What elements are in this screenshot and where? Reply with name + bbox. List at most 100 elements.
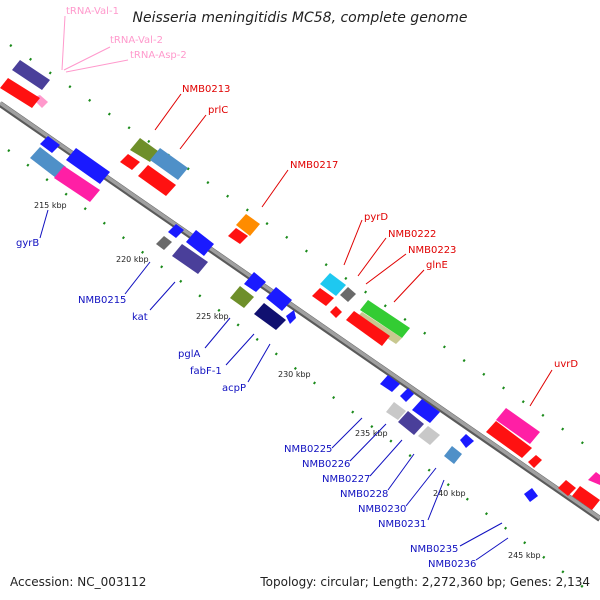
label-uvrD: uvrD [554,359,578,370]
gene-gyrB-blue-a[interactable] [40,136,60,153]
label-kat: kat [132,312,148,323]
gene-NMB0222[interactable] [340,287,356,302]
leader-NMB0230 [405,467,437,507]
leader-NMB0225 [331,417,363,449]
leader-NMB0213 [154,93,182,131]
gene-NMB0227[interactable] [398,411,424,435]
gene-NMB0235[interactable] [524,488,538,502]
topology-text: Topology: circular; Length: 2,272,360 bp… [260,575,590,589]
gene-NMB0230[interactable] [444,446,462,464]
gene-glnE-khaki[interactable] [356,312,402,344]
leader-kat [149,281,176,311]
gene-gyrB-blue-b[interactable] [66,148,110,184]
gene-edge-red-2[interactable] [572,486,600,510]
gene-NMB0213[interactable] [130,138,158,162]
label-NMB0235: NMB0235 [410,544,458,555]
gene-NMB0215-gray[interactable] [156,236,172,250]
gene-prlC[interactable] [150,148,188,180]
gene-NMB0215-blue[interactable] [168,224,184,238]
gene-NMB0228[interactable] [418,426,440,445]
gene-kat-blue[interactable] [186,230,214,256]
leader-NMB0236 [475,537,509,561]
gene-prlC-red[interactable] [138,165,176,196]
label-acpP: acpP [222,383,246,394]
gene-uvrD-red[interactable] [486,421,532,458]
gene-kat-purple[interactable] [172,244,208,274]
gene-uvrD-red-small[interactable] [528,455,542,468]
gene-acpP[interactable] [286,310,296,324]
label-NMB0236: NMB0236 [428,559,476,570]
leader-tRNA-Val-1 [61,15,66,71]
leader-tRNA-Asp-2 [65,59,129,73]
ruler-label-245: 245 kbp [508,551,541,560]
label-tRNA-Val-2: tRNA-Val-2 [110,35,163,46]
label-NMB0230: NMB0230 [358,504,406,515]
gene-glnE-red[interactable] [346,311,390,346]
label-NMB0225: NMB0225 [284,444,332,455]
gene-NMB0227-blue[interactable] [412,399,440,423]
leader-NMB0222 [357,237,387,277]
gene-NMB0217-red[interactable] [228,228,248,244]
leader-prlC [179,114,207,150]
gene-NMB0226-blue[interactable] [400,388,414,402]
leader-NMB0217 [261,169,289,208]
gene-gyrB-magenta[interactable] [54,166,100,202]
gene-glnE-green[interactable] [360,300,410,338]
leader-NMB0215 [124,261,151,295]
ruler-label-220: 220 kbp [116,255,149,264]
ruler-label-225: 225 kbp [196,312,229,321]
gene-NMB0213-red-a[interactable] [120,154,140,170]
gene-gyrB-steel[interactable] [30,147,66,178]
label-gyrB: gyrB [16,238,39,249]
label-NMB0231: NMB0231 [378,519,426,530]
label-NMB0223: NMB0223 [408,245,456,256]
ruler-label-235: 235 kbp [355,429,388,438]
accession-text: Accession: NC_003112 [10,575,147,589]
label-fabF-1: fabF-1 [190,366,222,377]
gene-upstream-red[interactable] [0,78,40,108]
label-NMB0228: NMB0228 [340,489,388,500]
label-pglA: pglA [178,349,200,360]
gene-edge-red-1[interactable] [558,480,576,496]
leader-pyrD [343,219,363,266]
gene-pglA[interactable] [230,286,254,308]
leader-NMB0235 [459,522,503,547]
gene-fabF-1[interactable] [254,303,286,330]
gene-edge-magenta[interactable] [588,472,600,485]
gene-pglA-blue[interactable] [244,272,266,292]
gene-NMB0225[interactable] [380,375,400,392]
gene-NMB0226[interactable] [386,402,406,420]
leader-fabF-1 [225,333,255,366]
ruler-label-240: 240 kbp [433,489,466,498]
ruler-label-215: 215 kbp [34,201,67,210]
leader-tRNA-Val-2 [63,46,111,71]
leader-acpP [247,343,271,383]
gene-uvrD[interactable] [496,408,540,444]
gene-NMB0217[interactable] [236,214,260,236]
label-tRNA-Asp-2: tRNA-Asp-2 [130,50,187,61]
label-NMB0213: NMB0213 [182,84,230,95]
label-tRNA-Val-1: tRNA-Val-1 [66,6,119,17]
ruler-label-230: 230 kbp [278,370,311,379]
leader-NMB0226 [349,423,387,462]
gene-NMB0223-red[interactable] [330,306,342,318]
leader-NMB0228 [387,453,415,491]
label-NMB0222: NMB0222 [388,229,436,240]
label-prlC: prlC [208,105,228,116]
gene-pyrD-red[interactable] [312,288,334,306]
leader-pglA [204,317,231,349]
leader-NMB0227 [369,439,403,477]
label-glnE: glnE [426,260,448,271]
label-pyrD: pyrD [364,212,388,223]
gene-tRNA-Val-1[interactable] [12,60,50,90]
gene-NMB0230-blue[interactable] [460,434,474,448]
gene-pyrD[interactable] [320,273,346,296]
label-NMB0227: NMB0227 [322,474,370,485]
leader-gyrB [39,209,49,239]
gene-fabF-1-blue[interactable] [266,287,292,311]
label-NMB0226: NMB0226 [302,459,350,470]
leader-NMB0223 [365,253,407,285]
